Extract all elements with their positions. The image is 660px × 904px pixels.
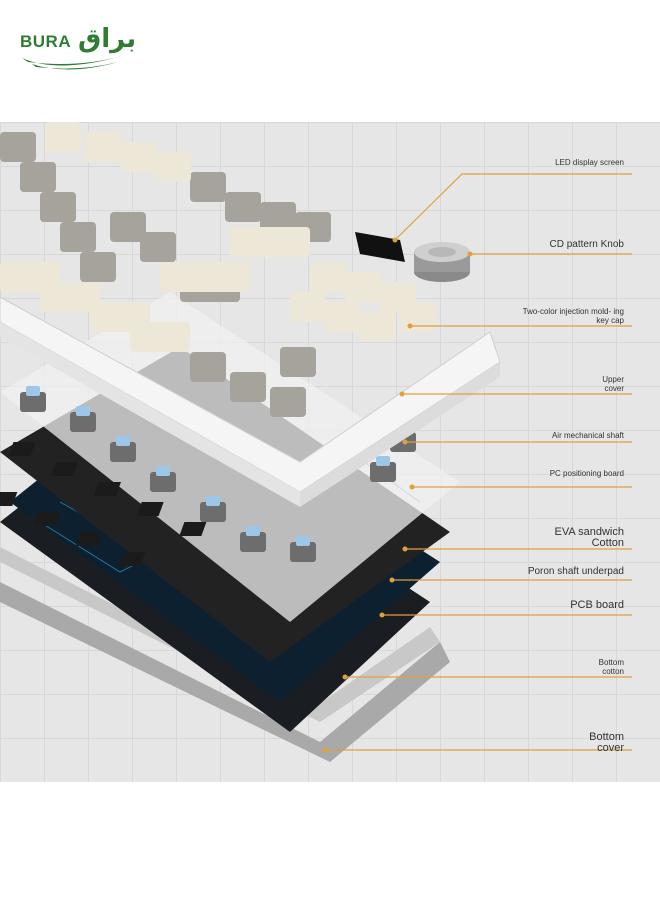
upper-cover-frame bbox=[0, 296, 501, 507]
callout-upper-cover: Upper cover bbox=[602, 375, 624, 393]
logo-latin-text: BURA bbox=[20, 32, 72, 51]
logo-swoosh-icon bbox=[22, 56, 122, 70]
callout-bottom-cotton: Bottom cotton bbox=[598, 658, 624, 676]
keyboard-layers-illustration bbox=[0, 122, 632, 762]
led-display-screen bbox=[355, 232, 405, 262]
callout-eva-cotton: EVA sandwich Cotton bbox=[554, 526, 624, 549]
cd-knob bbox=[414, 242, 470, 282]
callout-pc-positioning: PC positioning board bbox=[549, 469, 624, 478]
callout-poron-underpad: Poron shaft underpad bbox=[527, 566, 624, 577]
logo-arabic-text: براق bbox=[78, 24, 137, 54]
callout-air-shaft: Air mechanical shaft bbox=[551, 431, 624, 440]
mechanical-switches bbox=[20, 386, 416, 562]
brand-logo: BURA براق bbox=[18, 24, 136, 74]
callout-pcb-board: PCB board bbox=[570, 599, 624, 611]
callout-cd-knob: CD pattern Knob bbox=[549, 239, 625, 250]
keycap-layer bbox=[0, 122, 436, 417]
callout-bottom-cover: Bottom cover bbox=[589, 731, 624, 754]
callout-led-display: LED display screen bbox=[555, 158, 624, 167]
exploded-keyboard-image: LED display screen CD pattern Knob Two-c… bbox=[0, 122, 660, 782]
callout-leader-lines bbox=[325, 173, 632, 751]
callout-keycap: Two-color injection mold- ing key cap bbox=[522, 307, 624, 325]
